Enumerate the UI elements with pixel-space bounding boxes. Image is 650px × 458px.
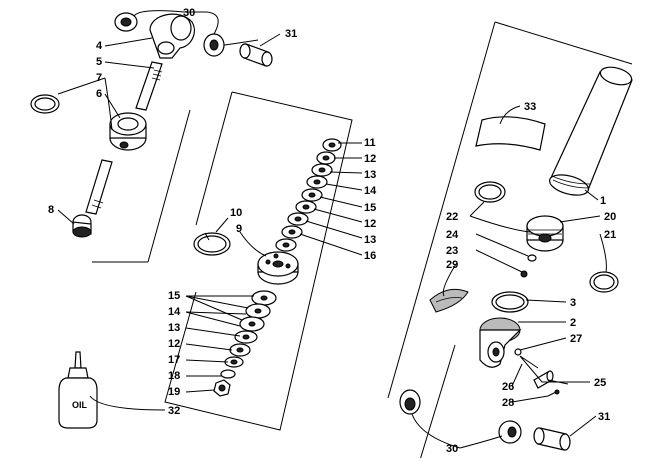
bushing-part-30-bottom-right bbox=[498, 420, 522, 444]
bushing-part-30-bottom-left bbox=[399, 389, 421, 415]
callout-17: 17 bbox=[168, 354, 180, 366]
callout-23: 23 bbox=[446, 245, 458, 257]
ring-part-22 bbox=[474, 181, 506, 203]
callout-33: 33 bbox=[524, 101, 536, 113]
callout-22: 22 bbox=[446, 211, 458, 223]
reservoir-body-part-1 bbox=[548, 66, 633, 196]
bladder-part-29 bbox=[429, 288, 469, 313]
callout-16: 16 bbox=[364, 250, 376, 262]
callout-13-lower: 13 bbox=[168, 322, 180, 334]
callout-13-upper: 13 bbox=[364, 169, 376, 181]
callout-8: 8 bbox=[48, 204, 54, 216]
shaft-part-5 bbox=[135, 61, 163, 111]
lower-shaft bbox=[85, 159, 113, 215]
label-decal-part-33 bbox=[475, 116, 546, 151]
callout-14-lower: 14 bbox=[168, 306, 181, 318]
callout-7: 7 bbox=[96, 72, 102, 84]
nut-part-19 bbox=[213, 379, 231, 397]
callout-31-top: 31 bbox=[285, 28, 297, 40]
screw-part-28 bbox=[547, 389, 560, 397]
callout-30-top: 30 bbox=[183, 7, 195, 19]
callout-25: 25 bbox=[594, 377, 606, 389]
washer-stack-upper bbox=[275, 138, 342, 252]
nut-part-8 bbox=[72, 214, 92, 238]
callout-28: 28 bbox=[502, 397, 514, 409]
callout-2: 2 bbox=[570, 317, 576, 329]
callout-11: 11 bbox=[364, 137, 376, 149]
eye-mount-part-4 bbox=[149, 13, 195, 59]
washer-part-27 bbox=[514, 348, 522, 356]
callout-3: 3 bbox=[570, 297, 576, 309]
piston-head-part-6 bbox=[109, 112, 147, 151]
leader-lines bbox=[57, 10, 607, 449]
callout-15-lower: 15 bbox=[168, 290, 180, 302]
bushing-part-30-top bbox=[114, 12, 138, 32]
bottle-label: OIL bbox=[72, 400, 88, 410]
piston-part-9 bbox=[257, 251, 299, 285]
callout-18: 18 bbox=[168, 370, 180, 382]
callout-24: 24 bbox=[446, 229, 459, 241]
sleeve-part-31-bottom bbox=[533, 427, 571, 451]
callout-13-mid: 13 bbox=[364, 234, 376, 246]
callout-32: 32 bbox=[168, 405, 180, 417]
sleeve-part-31-top bbox=[239, 43, 273, 67]
bushing-part-30-side bbox=[203, 33, 225, 57]
washer-stack-lower bbox=[220, 290, 277, 379]
callout-27: 27 bbox=[570, 333, 582, 345]
callout-12-upper: 12 bbox=[364, 153, 376, 165]
callout-9: 9 bbox=[236, 223, 242, 235]
callout-26: 26 bbox=[502, 381, 514, 393]
callout-12-mid: 12 bbox=[364, 218, 376, 230]
callout-19: 19 bbox=[168, 386, 180, 398]
callout-31-bottom: 31 bbox=[598, 411, 610, 423]
callout-10: 10 bbox=[230, 207, 242, 219]
callout-5: 5 bbox=[96, 56, 102, 68]
callout-30-bottom: 30 bbox=[446, 443, 458, 455]
o-ring-part-21 bbox=[589, 271, 619, 293]
o-ring-part-3 bbox=[491, 291, 529, 313]
callout-29: 29 bbox=[446, 259, 458, 271]
small-washer-part-24 bbox=[527, 254, 537, 262]
end-cap-part-20 bbox=[526, 215, 564, 252]
valve-part-26 bbox=[533, 370, 554, 389]
callout-12-lower: 12 bbox=[168, 338, 180, 350]
middle-assembly-outline bbox=[164, 91, 353, 431]
callout-1: 1 bbox=[600, 195, 606, 207]
housing-part-2 bbox=[479, 317, 522, 368]
callout-20: 20 bbox=[604, 211, 616, 223]
oil-bottle-part-32: OIL bbox=[58, 351, 98, 429]
right-assembly-outline bbox=[387, 21, 633, 458]
valve-part-23 bbox=[520, 270, 528, 278]
callout-15-upper: 15 bbox=[364, 202, 376, 214]
callout-14-upper: 14 bbox=[364, 185, 377, 197]
callout-6: 6 bbox=[96, 88, 102, 100]
callout-21: 21 bbox=[604, 229, 616, 241]
callout-labels: 30 4 31 5 7 6 8 11 12 13 14 15 12 13 16 … bbox=[48, 7, 616, 455]
callout-4: 4 bbox=[96, 40, 103, 52]
o-ring-part-7 bbox=[30, 94, 60, 114]
left-assembly-outline bbox=[92, 39, 259, 263]
wear-ring-part-10 bbox=[193, 232, 231, 256]
